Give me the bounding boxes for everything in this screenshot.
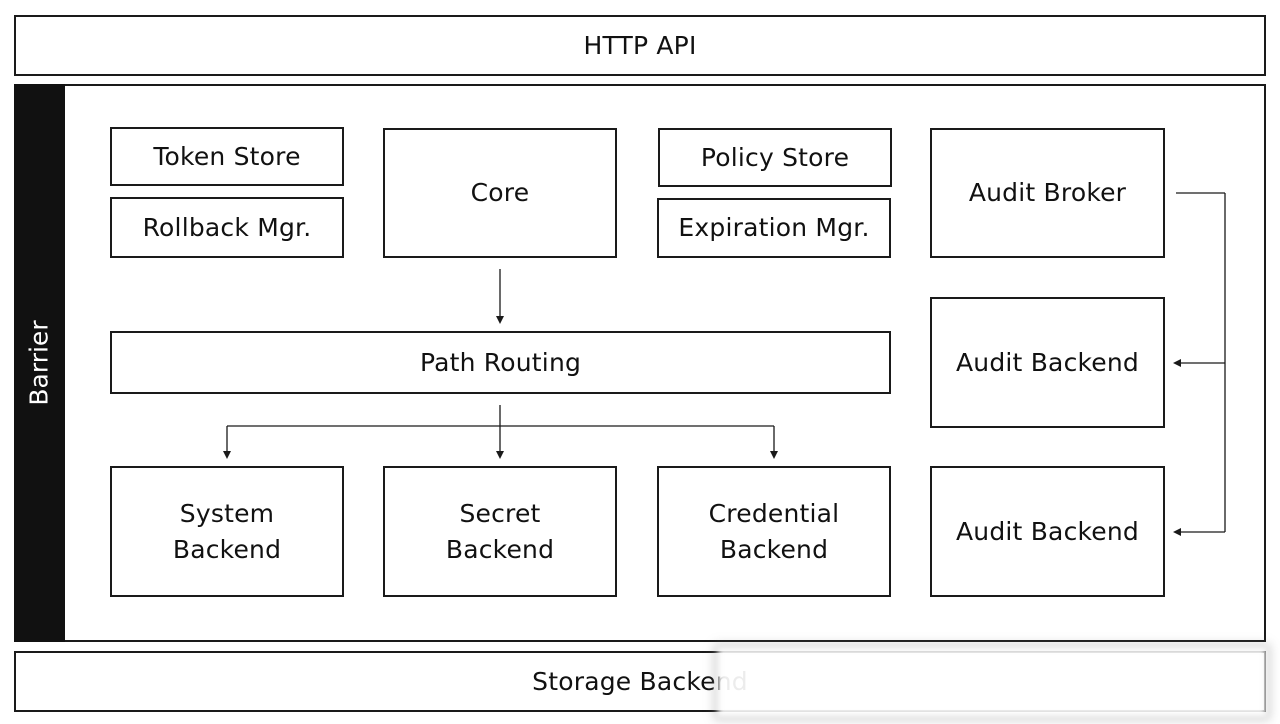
- path-routing-label: Path Routing: [419, 347, 582, 377]
- core-label: Core: [470, 178, 530, 207]
- secret-backend-line2: Backend: [445, 534, 555, 564]
- audit-broker-box: Audit Broker: [930, 128, 1165, 258]
- audit-backend-box-2: Audit Backend: [930, 466, 1165, 597]
- expiration-mgr-label: Expiration Mgr.: [678, 213, 870, 242]
- barrier-label: Barrier: [24, 320, 54, 406]
- rollback-mgr-label: Rollback Mgr.: [142, 212, 312, 242]
- system-backend-line1: System: [179, 498, 275, 528]
- http-api-label: HTTP API: [583, 30, 697, 60]
- credential-backend-box: Credential Backend: [657, 466, 891, 597]
- audit-backend-label-1: Audit Backend: [955, 347, 1139, 377]
- expiration-mgr-box: Expiration Mgr.: [657, 198, 891, 258]
- audit-broker-label: Audit Broker: [968, 178, 1127, 207]
- system-backend-line2: Backend: [172, 534, 282, 564]
- policy-store-box: Policy Store: [658, 128, 892, 187]
- system-backend-box: System Backend: [110, 466, 344, 597]
- rollback-mgr-box: Rollback Mgr.: [110, 197, 344, 258]
- token-store-box: Token Store: [110, 127, 344, 186]
- audit-backend-label-2: Audit Backend: [955, 516, 1139, 546]
- secret-backend-box: Secret Backend: [383, 466, 617, 597]
- token-store-label: Token Store: [153, 141, 301, 171]
- audit-backend-box-1: Audit Backend: [930, 297, 1165, 428]
- credential-backend-line1: Credential: [708, 498, 840, 528]
- credential-backend-line2: Backend: [719, 534, 829, 564]
- path-routing-box: Path Routing: [110, 331, 891, 394]
- http-api-box: HTTP API: [14, 15, 1266, 76]
- storage-backend-label: Storage Backend: [532, 666, 748, 696]
- core-box: Core: [383, 128, 617, 258]
- policy-store-label: Policy Store: [700, 142, 850, 172]
- barrier-strip: [14, 84, 65, 642]
- secret-backend-line1: Secret: [459, 498, 541, 528]
- blurred-overlay: [718, 648, 1266, 716]
